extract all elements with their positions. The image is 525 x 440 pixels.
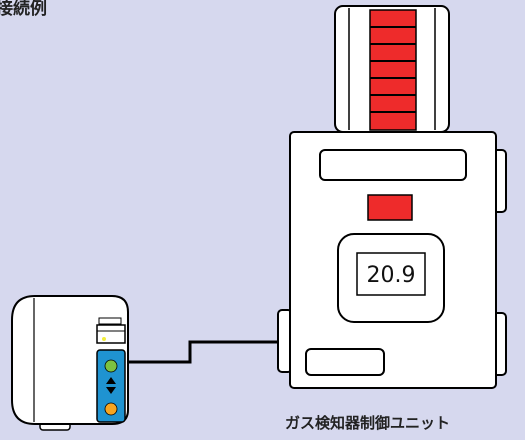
- bottom-slot: [305, 348, 385, 376]
- status-led: [102, 337, 106, 341]
- connection-cable: [125, 340, 278, 364]
- gas-detector-control-unit: 20.9: [277, 5, 507, 389]
- gas-detector: [11, 295, 129, 431]
- alarm-light-red-column: [369, 9, 417, 131]
- down-arrow-icon: [106, 387, 116, 394]
- red-indicator: [367, 194, 413, 221]
- detector-control-strip: [96, 349, 126, 423]
- display-panel: 20.9: [337, 233, 445, 323]
- green-button: [104, 359, 118, 373]
- diagram-title: 接続例: [0, 0, 47, 19]
- alarm-light: [334, 5, 450, 133]
- orange-button: [104, 402, 118, 416]
- up-arrow-icon: [106, 377, 116, 384]
- display-value: 20.9: [367, 263, 416, 288]
- top-slot: [319, 149, 467, 181]
- control-unit-caption: ガス検知器制御ユニット: [285, 414, 451, 432]
- detector-window: [96, 324, 126, 344]
